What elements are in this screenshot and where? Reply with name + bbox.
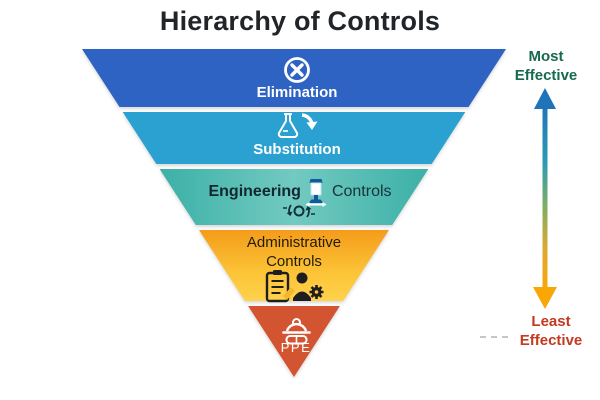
person-gear-icon — [293, 272, 324, 301]
administrative-label-line1: Administrative — [246, 234, 342, 251]
engineering-label-rest: Controls — [331, 183, 392, 200]
elimination-label: Elimination — [256, 84, 338, 101]
arrow-up-head — [534, 88, 556, 109]
effectiveness-arrow — [533, 88, 557, 309]
substitution-label: Substitution — [253, 141, 341, 158]
least-effective-dashes — [480, 336, 508, 338]
arrow-down-head — [533, 287, 557, 309]
clipboard-checklist-icon — [265, 270, 295, 303]
engineering-label-bold: Engineering — [208, 183, 301, 200]
rotation-fan-icon — [283, 204, 315, 218]
least-effective-line2: Effective — [519, 332, 583, 349]
level-ppe-band — [248, 306, 340, 377]
level-engineering-band — [159, 169, 429, 225]
most-effective-label: Most Effective — [515, 47, 578, 85]
least-effective-label: Least Effective — [520, 312, 583, 350]
ventilation-unit-icon — [305, 179, 327, 207]
most-effective-line1: Most — [528, 48, 564, 65]
least-effective-line1: Least — [531, 313, 571, 330]
circle-x-icon — [284, 57, 310, 83]
administrative-label: Administrative Controls — [247, 233, 341, 271]
ppe-label: PPE — [280, 340, 312, 355]
level-elimination-band — [82, 49, 506, 107]
level-administrative-band — [199, 230, 389, 301]
engineering-label: Engineering Controls — [208, 177, 392, 207]
administrative-label-line2: Controls — [266, 253, 322, 270]
flask-swap-icon — [277, 113, 318, 138]
most-effective-line2: Effective — [514, 67, 578, 84]
hard-hat-goggles-icon — [282, 318, 311, 345]
page-title: Hierarchy of Controls — [159, 6, 441, 36]
